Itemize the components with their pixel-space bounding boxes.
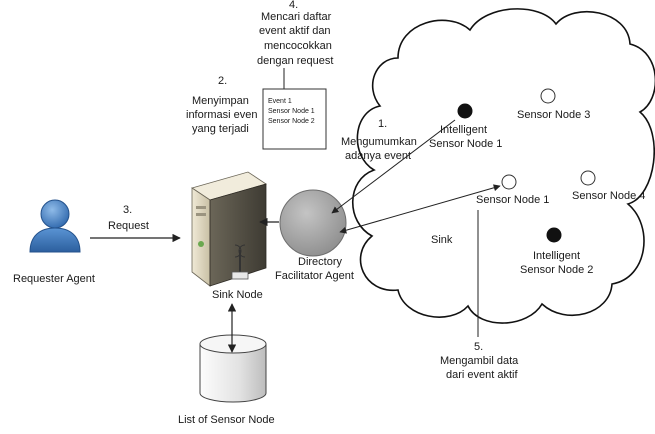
info-box-line-1: Event 1 [268, 98, 292, 105]
step-3-label: Request [108, 220, 149, 232]
event-info-box [262, 88, 327, 150]
intelligent-sensor-node-2-label-line2: Sensor Node 2 [520, 264, 593, 276]
step-5-number: 5. [474, 341, 483, 353]
step-2-line-3: yang terjadi [192, 123, 249, 135]
step-4-line-4: dengan request [257, 55, 333, 67]
step-1-line-1: Mengumumkan [341, 136, 417, 148]
sink-node-server-icon [191, 171, 267, 287]
directory-label-line-2: Facilitator Agent [275, 270, 354, 282]
step-1-number: 1. [378, 118, 387, 130]
intelligent-sensor-node-1-dot [457, 103, 473, 119]
sensor-network-cloud [352, 8, 655, 324]
step-5-line-2: dari event aktif [446, 369, 518, 381]
sensor-node-1-label: Sensor Node 1 [476, 194, 549, 206]
sensor-node-4-label: Sensor Node 4 [572, 190, 645, 202]
step-2-line-1: Menyimpan [192, 95, 249, 107]
step-1-line-2: adanya event [345, 150, 411, 162]
intelligent-sensor-node-1-label-line2: Sensor Node 1 [429, 138, 502, 150]
sensor-node-1-dot [501, 174, 517, 190]
sink-antenna-icon [231, 244, 249, 280]
info-box-line-3: Sensor Node 2 [268, 118, 315, 125]
sensor-node-list-database-icon [199, 334, 267, 403]
sensor-node-4-dot [580, 170, 596, 186]
sensor-node-3-label: Sensor Node 3 [517, 109, 590, 121]
sensor-node-3-dot [540, 88, 556, 104]
directory-label-line-1: Directory [298, 256, 343, 268]
requester-agent-icon [29, 199, 81, 253]
step-4-line-2: event aktif dan [259, 25, 331, 37]
intelligent-sensor-node-1-label-line1: Intelligent [440, 124, 487, 136]
step-2-line-2: informasi even [186, 109, 258, 121]
directory-sensor-node-1-arrow [339, 184, 501, 234]
step-2-number: 2. [218, 75, 227, 87]
requester-agent-label: Requester Agent [13, 273, 95, 285]
database-label: List of Sensor Node [178, 414, 275, 426]
step-5-line-1: Mengambil data [440, 355, 519, 367]
intelligent-sensor-node-2-dot [546, 227, 562, 243]
step-4-line-3: mencocokkan [264, 40, 332, 52]
step-4-number: 4. [289, 0, 298, 11]
step-4-line-1: Mencari daftar [261, 11, 332, 23]
sink-node-label: Sink Node [212, 289, 263, 301]
intelligent-sensor-node-2-label-line1: Intelligent [533, 250, 580, 262]
step-3-number: 3. [123, 204, 132, 216]
directory-facilitator-icon [279, 189, 347, 257]
sink-label: Sink [431, 234, 453, 246]
info-box-line-2: Sensor Node 1 [268, 108, 315, 115]
